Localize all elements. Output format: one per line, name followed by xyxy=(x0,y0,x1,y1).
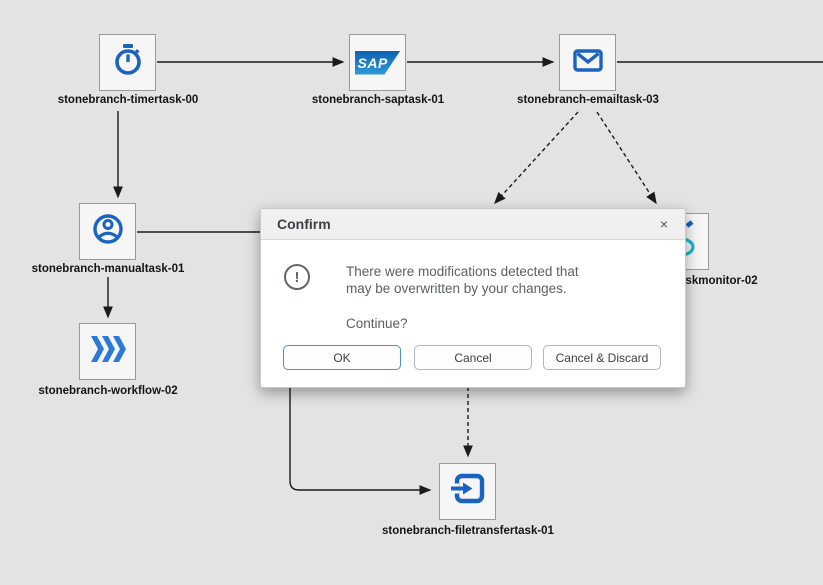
email-icon xyxy=(570,42,606,83)
edge-email-to-dialog-area-dashed xyxy=(494,111,579,205)
warning-exclamation-icon: ! xyxy=(284,264,310,290)
dialog-message-line1: There were modifications detected that xyxy=(346,264,579,279)
dialog-message-line2: may be overwritten by your changes. xyxy=(346,281,567,296)
dialog-message: There were modifications detected that m… xyxy=(346,263,665,297)
node-label-manualtask: stonebranch-manualtask-01 xyxy=(31,263,185,275)
node-manualtask[interactable] xyxy=(79,203,136,260)
file-transfer-icon xyxy=(448,469,488,514)
node-label-filetransfertask: stonebranch-filetransfertask-01 xyxy=(382,525,554,537)
cancel-button[interactable]: Cancel xyxy=(414,345,532,370)
node-saptask[interactable]: SAP xyxy=(349,34,406,91)
node-filetransfertask[interactable] xyxy=(439,463,496,520)
node-label-workflow: stonebranch-workflow-02 xyxy=(38,385,178,397)
dialog-header[interactable]: Confirm × xyxy=(261,209,685,240)
node-label-saptask: stonebranch-saptask-01 xyxy=(311,94,445,106)
dialog-title: Confirm xyxy=(277,216,331,232)
dialog-body: ! There were modifications detected that… xyxy=(261,240,685,331)
person-icon xyxy=(90,211,126,252)
dialog-question: Continue? xyxy=(346,316,408,331)
node-label-timertask: stonebranch-timertask-00 xyxy=(57,94,199,106)
node-emailtask[interactable] xyxy=(559,34,616,91)
timer-icon xyxy=(110,42,146,83)
node-timertask[interactable] xyxy=(99,34,156,91)
edge-email-to-taskmonitor-dashed xyxy=(596,111,657,205)
ok-button[interactable]: OK xyxy=(283,345,401,370)
edge-hidden-to-filetransfer xyxy=(289,370,432,495)
node-workflow[interactable] xyxy=(79,323,136,380)
node-label-emailtask: stonebranch-emailtask-03 xyxy=(517,94,659,106)
chevrons-icon xyxy=(89,334,127,369)
sap-logo-text: SAP xyxy=(357,54,388,71)
cancel-discard-button[interactable]: Cancel & Discard xyxy=(543,345,661,370)
close-icon[interactable]: × xyxy=(659,216,668,232)
confirm-dialog: Confirm × ! There were modifications det… xyxy=(260,208,686,388)
sap-icon: SAP xyxy=(354,50,401,75)
